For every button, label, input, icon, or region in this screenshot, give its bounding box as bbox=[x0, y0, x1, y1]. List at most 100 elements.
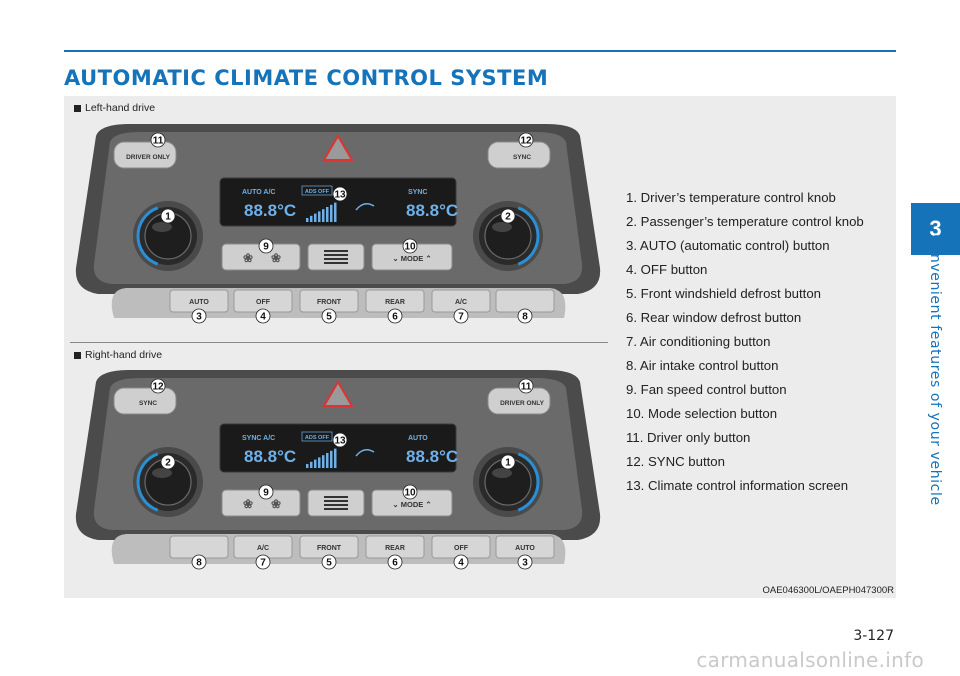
display-right-temp: 88.8°C bbox=[406, 447, 458, 466]
grille-line bbox=[324, 504, 348, 506]
fan-level-bar bbox=[326, 453, 329, 468]
legend-item: 11. Driver only button bbox=[626, 430, 751, 445]
callout-marker: 9 bbox=[258, 238, 274, 254]
fan-low-icon: ❀ bbox=[243, 497, 253, 511]
fan-level-bar bbox=[306, 218, 309, 222]
callout-number: 1 bbox=[505, 458, 511, 469]
callout-number: 6 bbox=[392, 312, 398, 323]
callout-marker: 4 bbox=[453, 554, 469, 570]
callout-number: 11 bbox=[521, 382, 532, 393]
temperature-knob bbox=[473, 447, 543, 517]
callout-number: 8 bbox=[522, 312, 528, 323]
chapter-tab[interactable]: 3 bbox=[911, 203, 960, 255]
hazard-icon bbox=[322, 380, 354, 407]
top-left-button-label: DRIVER ONLY bbox=[126, 154, 170, 161]
airflow-icon bbox=[355, 203, 375, 211]
callout-number: 8 bbox=[196, 558, 202, 569]
callout-circle bbox=[191, 308, 207, 324]
legend-item: 9. Fan speed control button bbox=[626, 382, 787, 397]
callout-number: 7 bbox=[458, 312, 464, 323]
function-button-label: FRONT bbox=[317, 299, 342, 306]
callout-circle bbox=[150, 132, 166, 148]
callout-number: 12 bbox=[520, 136, 532, 147]
legend-item: 12. SYNC button bbox=[626, 454, 725, 469]
callout-circle bbox=[387, 308, 403, 324]
grille-line bbox=[324, 496, 348, 498]
fan-high-icon: ❀ bbox=[271, 497, 281, 511]
rhd-label: Right-hand drive bbox=[74, 349, 162, 361]
knob-led-ring bbox=[136, 452, 159, 512]
lhd-label-text: Left-hand drive bbox=[85, 102, 156, 114]
grille-line bbox=[324, 254, 348, 256]
knob-highlight bbox=[492, 468, 512, 478]
callout-circle bbox=[332, 186, 348, 202]
ads-label: ADS OFF bbox=[305, 189, 330, 195]
top-right-button-label: SYNC bbox=[513, 154, 531, 161]
center-grille-button bbox=[307, 489, 365, 517]
callout-circle bbox=[150, 378, 166, 394]
climate-display bbox=[219, 177, 457, 227]
callout-circle bbox=[518, 132, 534, 148]
callout-number: 9 bbox=[263, 488, 269, 499]
fan-level-bar bbox=[318, 211, 321, 222]
callout-circle bbox=[387, 554, 403, 570]
grille-line bbox=[324, 250, 348, 252]
function-button-label: A/C bbox=[257, 545, 269, 552]
callout-marker: 5 bbox=[321, 308, 337, 324]
legend-item: 2. Passenger’s temperature control knob bbox=[626, 214, 864, 229]
temperature-knob bbox=[133, 201, 203, 271]
callout-circle bbox=[160, 454, 176, 470]
callout-circle bbox=[258, 484, 274, 500]
callout-circle bbox=[517, 308, 533, 324]
legend-item: 1. Driver’s temperature control knob bbox=[626, 190, 836, 205]
function-button-label: A/C bbox=[455, 299, 467, 306]
legend-item: 10. Mode selection button bbox=[626, 406, 778, 421]
callout-marker: 13 bbox=[332, 432, 348, 448]
callout-number: 2 bbox=[505, 212, 511, 223]
top-left-button bbox=[113, 387, 177, 415]
callout-marker: 12 bbox=[518, 132, 534, 148]
grille-line bbox=[324, 500, 348, 502]
figure-divider bbox=[70, 342, 608, 343]
callout-marker: 11 bbox=[518, 378, 534, 394]
fan-level-bar bbox=[310, 215, 313, 222]
callout-marker: 9 bbox=[258, 484, 274, 500]
temperature-knob bbox=[473, 201, 543, 271]
callout-number: 3 bbox=[196, 312, 202, 323]
callout-number: 7 bbox=[260, 558, 266, 569]
fan-low-icon: ❀ bbox=[243, 251, 253, 265]
callout-number: 13 bbox=[334, 190, 346, 201]
display-left-mode: SYNC A/C bbox=[242, 435, 275, 442]
callout-marker: 8 bbox=[517, 308, 533, 324]
callout-marker: 4 bbox=[255, 308, 271, 324]
top-left-button-label: SYNC bbox=[139, 400, 157, 407]
callout-circle bbox=[255, 554, 271, 570]
function-button-label: OFF bbox=[256, 299, 271, 306]
fan-high-icon: ❀ bbox=[271, 251, 281, 265]
callout-number: 13 bbox=[334, 436, 346, 447]
function-button-label: OFF bbox=[454, 545, 469, 552]
function-button-label: AUTO bbox=[515, 545, 535, 552]
center-grille-button bbox=[307, 243, 365, 271]
callout-marker: 6 bbox=[387, 554, 403, 570]
ads-indicator bbox=[301, 431, 333, 442]
callout-number: 4 bbox=[458, 558, 464, 569]
function-button-label: REAR bbox=[385, 299, 405, 306]
callout-circle bbox=[500, 454, 516, 470]
fan-level-bar bbox=[322, 455, 325, 468]
callout-number: 4 bbox=[260, 312, 266, 323]
callout-marker: 7 bbox=[453, 308, 469, 324]
knob-highlight bbox=[152, 222, 172, 232]
page-title: AUTOMATIC CLIMATE CONTROL SYSTEM bbox=[64, 66, 549, 90]
callout-marker: 5 bbox=[321, 554, 337, 570]
fan-level-bar bbox=[306, 464, 309, 468]
display-right-temp: 88.8°C bbox=[406, 201, 458, 220]
legend-item: 7. Air conditioning button bbox=[626, 334, 771, 349]
callout-circle bbox=[402, 238, 418, 254]
bullet-square-icon bbox=[74, 351, 81, 359]
legend-item: 8. Air intake control button bbox=[626, 358, 779, 373]
legend-item: 5. Front windshield defrost button bbox=[626, 286, 821, 301]
callout-marker: 10 bbox=[402, 238, 418, 254]
bullet-square-icon bbox=[74, 104, 81, 112]
